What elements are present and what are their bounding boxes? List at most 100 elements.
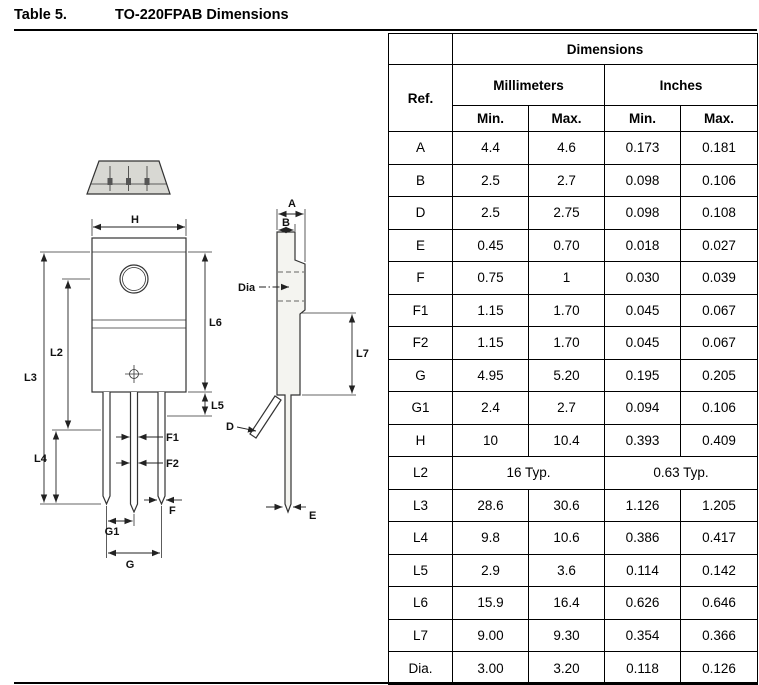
- cell: 2.7: [528, 391, 605, 425]
- cell: 0.393: [604, 423, 681, 458]
- cell: 9.8: [452, 521, 529, 555]
- cell: 2.5: [452, 163, 529, 198]
- cell: 0.366: [679, 618, 759, 653]
- lead-right: [157, 392, 166, 506]
- dimensions-table: Dimensions Ref. Millimeters Inches Min. …: [388, 33, 759, 685]
- cell: 0.626: [604, 586, 681, 620]
- cell: 0.045: [604, 326, 681, 360]
- dimension-label-l3: L3: [24, 372, 37, 384]
- header-row-units: Ref. Millimeters Inches: [388, 64, 759, 132]
- dimension-label-f2: F2: [166, 458, 179, 470]
- lead-middle: [129, 392, 139, 514]
- cell: 0.094: [604, 391, 681, 425]
- front-view-dimensions: H L3 L2 L4 L6: [24, 214, 224, 571]
- cell: 0.142: [679, 553, 759, 588]
- package-drawing-svg: H L3 L2 L4 L6: [24, 160, 369, 571]
- corner-cell: [388, 33, 453, 65]
- cell: 0.108: [679, 196, 759, 230]
- package-top-view: [86, 160, 171, 195]
- dimension-label-e: E: [309, 510, 316, 522]
- ref-cell: L4: [388, 521, 453, 555]
- cell: 0.205: [679, 358, 759, 393]
- cell: 2.5: [452, 196, 529, 230]
- side-view-dimensions: A B Dia L7 D E: [226, 198, 369, 522]
- header-row-minmax: Min. Max. Min. Max.: [389, 105, 759, 132]
- ref-cell: L2: [388, 456, 453, 490]
- cell: 0.45: [452, 228, 529, 263]
- cell: 0.018: [604, 228, 681, 263]
- mounting-hole: [119, 264, 149, 294]
- cell: 0.106: [679, 391, 759, 425]
- cell: 0.118: [604, 651, 681, 685]
- ref-cell: A: [388, 131, 453, 165]
- cell-mm-typ: 16 Typ.: [452, 456, 605, 490]
- cell: 9.00: [452, 618, 529, 653]
- cell: 9.30: [528, 618, 605, 653]
- cell: 30.6: [528, 488, 605, 523]
- package-drawing: H L3 L2 L4 L6: [0, 135, 388, 680]
- cell: 0.030: [604, 261, 681, 295]
- cell: 3.20: [528, 651, 605, 685]
- ref-cell: D: [388, 196, 453, 230]
- cell: 1.15: [452, 293, 529, 328]
- dimension-label-l7: L7: [356, 348, 369, 360]
- cell: 0.114: [604, 553, 681, 588]
- ref-cell: F: [388, 261, 453, 295]
- page-title: TO-220FPAB Dimensions: [115, 7, 289, 23]
- cell: 1.70: [528, 293, 605, 328]
- cell: 10.6: [528, 521, 605, 555]
- dimension-label-f: F: [169, 505, 176, 517]
- cell: 4.6: [528, 131, 605, 165]
- cell: 10.4: [528, 423, 605, 458]
- mm-min-header: Min.: [452, 105, 529, 132]
- cell: 0.417: [679, 521, 759, 555]
- cell: 3.00: [452, 651, 529, 685]
- inches-header: Inches: [603, 64, 759, 106]
- dimension-label-l5: L5: [211, 400, 224, 412]
- cell: 16.4: [528, 586, 605, 620]
- cell: 1.205: [679, 488, 759, 523]
- dimensions-header: Dimensions: [451, 33, 759, 65]
- dimension-label-l4: L4: [34, 453, 48, 465]
- cell: 0.027: [679, 228, 759, 263]
- header-row-dimensions: Dimensions: [388, 33, 759, 65]
- bottom-rule: [14, 682, 757, 684]
- dimension-label-dia: Dia: [238, 282, 256, 294]
- ref-cell: L7: [388, 618, 453, 653]
- cell: 0.045: [604, 293, 681, 328]
- cell: 15.9: [452, 586, 529, 620]
- dimension-label-f1: F1: [166, 432, 179, 444]
- dimension-label-d: D: [226, 421, 234, 433]
- cell: 2.7: [528, 163, 605, 198]
- cell: 1: [528, 261, 605, 295]
- cell: 0.106: [679, 163, 759, 198]
- ref-cell: H: [388, 423, 453, 458]
- ref-cell: Dia.: [388, 651, 453, 685]
- cell: 0.126: [679, 651, 759, 685]
- dimensions-table-container: Dimensions Ref. Millimeters Inches Min. …: [388, 33, 759, 685]
- cell: 2.4: [452, 391, 529, 425]
- package-front-view: [91, 237, 187, 514]
- ref-header: Ref.: [388, 64, 453, 132]
- dimension-label-a: A: [288, 198, 296, 210]
- ref-cell: B: [388, 163, 453, 198]
- lead-left: [102, 392, 111, 506]
- cell: 0.409: [679, 423, 759, 458]
- top-rule: [14, 29, 757, 31]
- dimension-label-l6: L6: [209, 317, 222, 329]
- cell: 3.6: [528, 553, 605, 588]
- cell: 1.126: [604, 488, 681, 523]
- table-number-label: Table 5.: [14, 7, 67, 23]
- ref-cell: F1: [388, 293, 453, 328]
- ref-cell: F2: [388, 326, 453, 360]
